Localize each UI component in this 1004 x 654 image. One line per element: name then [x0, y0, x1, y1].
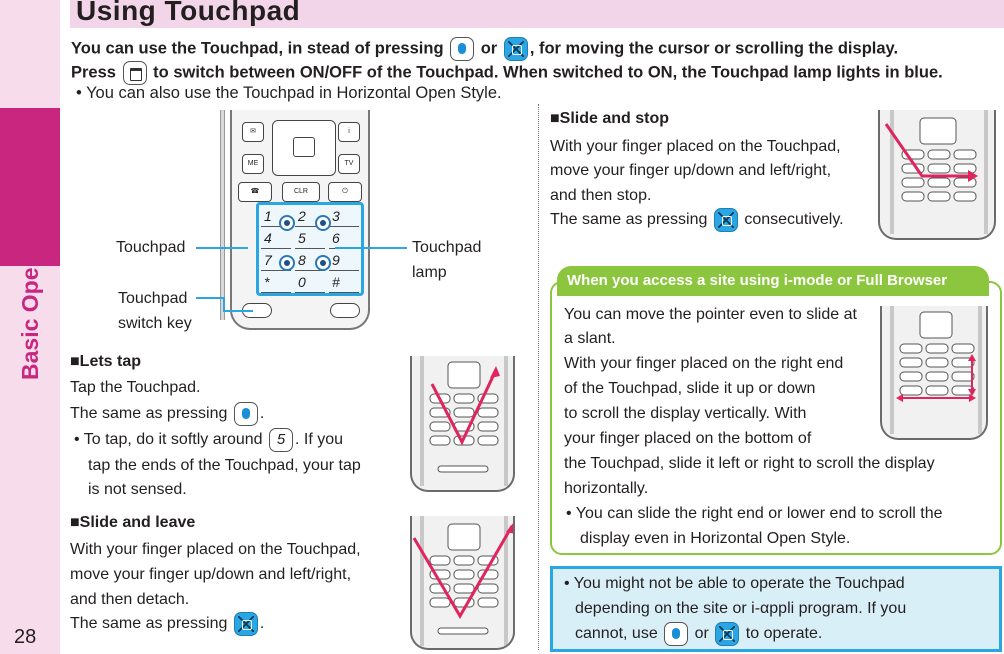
slide-leave-line-4: The same as pressing .: [70, 612, 264, 636]
touchpad-switch-key-icon: [122, 61, 147, 85]
slide-leave-line-3: and then detach.: [70, 591, 190, 608]
menu-key-icon: ME: [242, 154, 264, 174]
slide-stop-line-2: move your finger up/down and left/right,: [550, 162, 832, 179]
note-line-2: depending on the site or i-αppli program…: [575, 600, 907, 617]
center-key-icon: [450, 37, 475, 61]
imode-line-8: horizontally.: [564, 480, 649, 497]
multi-key-icon: [715, 622, 740, 646]
touchpad-lamp-dot: [315, 215, 331, 231]
slide-leave-line-2: move your finger up/down and left/right,: [70, 566, 352, 583]
center-key-icon: [664, 622, 689, 646]
lets-tap-line-2: The same as pressing .: [70, 402, 264, 426]
switch-label-1: Touchpad: [118, 290, 188, 307]
lets-tap-bullet-2: tap the ends of the Touchpad, your tap: [88, 457, 361, 474]
switch-callout-line-2: [223, 310, 253, 312]
phone-illustration: ✉ i ME TV ☎ CLR ⏻ 1 2 3 4 5 6 7 8 9 * 0 …: [220, 110, 370, 330]
multi-key-icon: [503, 37, 528, 61]
page-title: Using Touchpad: [76, 0, 301, 26]
lets-tap-line-1: Tap the Touchpad.: [70, 379, 201, 396]
switch-label-2: switch key: [118, 315, 192, 332]
imode-line-5: to scroll the display vertically. With: [564, 405, 807, 422]
page-number: 28: [14, 626, 37, 648]
touchpad-area: 1 2 3 4 5 6 7 8 9 * 0 #: [256, 202, 364, 296]
multi-key-icon: [713, 208, 738, 232]
imode-line-3: With your finger placed on the right end: [564, 355, 844, 372]
note-line-1: • You might not be able to operate the T…: [564, 575, 905, 592]
note-box: [550, 566, 1002, 652]
section-tab: [0, 108, 60, 266]
imode-line-1: You can move the pointer even to slide a…: [564, 306, 857, 323]
lamp-label-1: Touchpad: [412, 239, 482, 256]
i-mode-icon: i: [338, 122, 360, 142]
imode-line-6: your finger placed on the bottom of: [564, 430, 812, 447]
touchpad-lamp-dot: [279, 215, 295, 231]
column-divider: [538, 104, 539, 650]
switch-callout-vline: [223, 297, 225, 311]
clear-key-icon: CLR: [282, 182, 320, 202]
slide-leave-figure: [410, 516, 515, 650]
slide-leave-heading: ■Slide and leave: [70, 514, 196, 531]
slide-stop-figure: [878, 110, 996, 240]
center-key-icon: [233, 402, 258, 426]
slide-stop-line-3: and then stop.: [550, 187, 652, 204]
touchpad-lamp-dot: [279, 255, 295, 271]
key-5-icon: 5: [268, 428, 293, 452]
lets-tap-heading: ■Lets tap: [70, 353, 142, 370]
slide-leave-line-1: With your finger placed on the Touchpad,: [70, 541, 361, 558]
tap-gesture-figure: [410, 356, 515, 492]
touchpad-label: Touchpad: [116, 239, 186, 256]
phone-body: ✉ i ME TV ☎ CLR ⏻ 1 2 3 4 5 6 7 8 9 * 0 …: [230, 110, 370, 330]
direction-pad-icon: [272, 120, 336, 176]
lamp-label-2: lamp: [412, 264, 447, 281]
phone-hinge-left: [220, 110, 225, 320]
touchpad-lamp-dot: [315, 255, 331, 271]
end-key-icon: ⏻: [328, 182, 362, 202]
imode-line-7: the Touchpad, slide it left or right to …: [564, 455, 935, 472]
imode-bullet-2: display even in Horizontal Open Style.: [580, 530, 851, 547]
intro-line-1: You can use the Touchpad, in stead of pr…: [71, 37, 898, 61]
manner-key: [330, 303, 360, 318]
intro-line-2: Press to switch between ON/OFF of the To…: [71, 61, 943, 85]
imode-bullet-1: • You can slide the right end or lower e…: [566, 505, 943, 522]
lets-tap-bullet-3: is not sensed.: [88, 481, 187, 498]
imode-header: When you access a site using i-mode or F…: [557, 266, 989, 296]
imode-line-4: of the Touchpad, slide it up or down: [564, 380, 816, 397]
slide-stop-line-4: The same as pressing consecutively.: [550, 208, 844, 232]
intro-bullet: • You can also use the Touchpad in Horiz…: [76, 84, 502, 102]
lamp-callout-line: [335, 247, 407, 249]
mail-icon: ✉: [242, 122, 264, 142]
switch-callout-line: [196, 297, 224, 299]
note-line-3: cannot, use or to operate.: [575, 622, 822, 646]
slide-stop-heading: ■Slide and stop: [550, 110, 670, 127]
lets-tap-bullet-1: • To tap, do it softly around 5. If you: [74, 428, 343, 452]
title-bar: Using Touchpad: [70, 0, 1004, 28]
multi-key-icon: [233, 612, 258, 636]
slide-stop-line-1: With your finger placed on the Touchpad,: [550, 138, 841, 155]
imode-scroll-figure: [880, 306, 988, 440]
touchpad-callout-line: [196, 247, 248, 249]
imode-line-2: a slant.: [564, 330, 616, 347]
call-key-icon: ☎: [238, 182, 272, 202]
tv-key-icon: TV: [338, 154, 360, 174]
